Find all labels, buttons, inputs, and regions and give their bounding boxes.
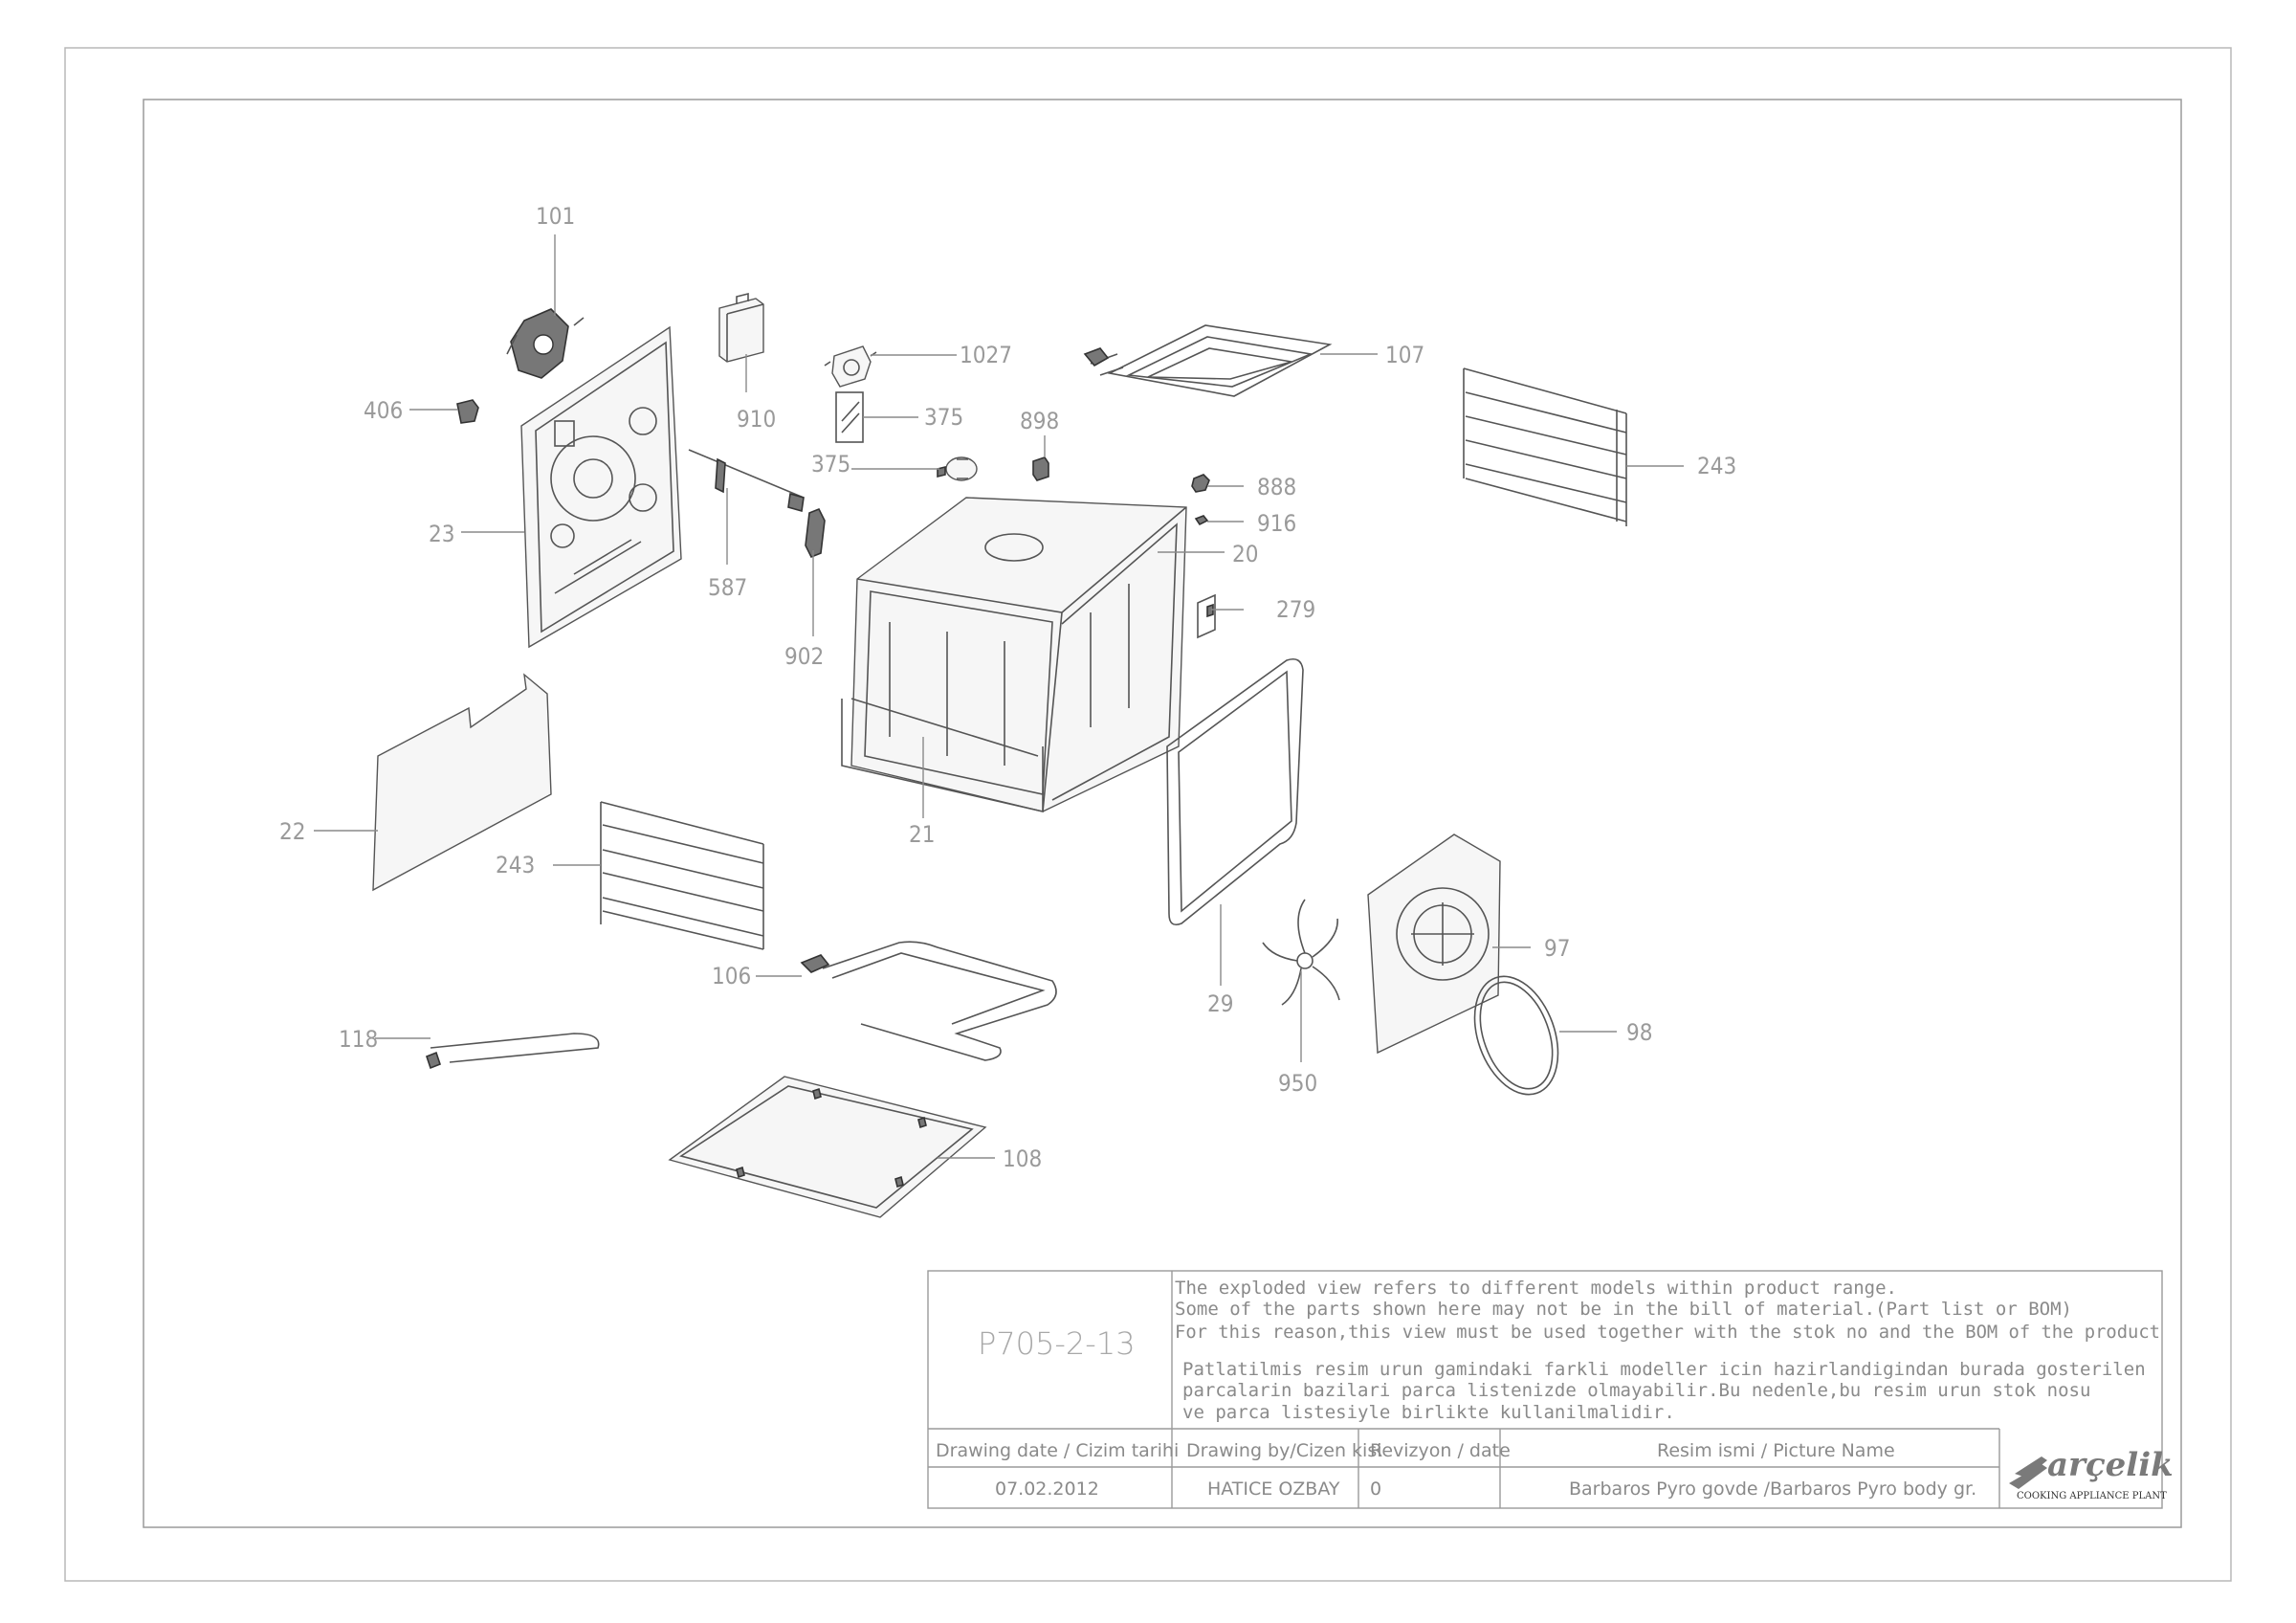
callout-20: 20 — [1232, 541, 1258, 567]
part-97-fan-cover — [1367, 834, 1501, 1055]
callout-243-a: 243 — [1697, 453, 1736, 479]
callout-587: 587 — [708, 574, 747, 601]
callout-106: 106 — [712, 963, 751, 989]
part-898-switch — [1032, 456, 1049, 481]
header-drawing-by: Drawing by/Cizen kisi — [1186, 1440, 1382, 1461]
part-888-part — [1191, 474, 1210, 493]
callout-1027: 1027 — [960, 342, 1012, 368]
part-587-sensor — [688, 449, 805, 513]
part-22-insulation — [372, 673, 552, 892]
part-916-screw — [1194, 515, 1209, 526]
brand-name: arçelik — [2047, 1446, 2174, 1484]
callout-950: 950 — [1278, 1070, 1317, 1097]
value-revision: 0 — [1370, 1478, 1381, 1500]
part-23-back-panel — [520, 325, 682, 649]
callout-97: 97 — [1544, 935, 1570, 962]
brand-mark-icon — [2009, 1456, 2047, 1489]
leader-lines — [314, 234, 1684, 1159]
callout-107: 107 — [1385, 342, 1424, 368]
callout-108: 108 — [1003, 1145, 1042, 1172]
value-drawing-by: HATICE OZBAY — [1207, 1478, 1340, 1500]
callout-279: 279 — [1276, 596, 1315, 623]
callout-101: 101 — [536, 203, 575, 230]
part-29-door-gasket — [1166, 657, 1304, 926]
part-375-lamp — [937, 456, 978, 481]
part-98-ring-element — [1473, 975, 1559, 1096]
part-108-bottom-tray — [668, 1076, 987, 1218]
note-en-3: For this reason,this view must be used t… — [1175, 1322, 2160, 1343]
brand-plant: COOKING APPLIANCE PLANT — [2017, 1491, 2167, 1501]
note-en-1: The exploded view refers to different mo… — [1175, 1278, 1897, 1299]
header-revision: Revizyon / date — [1370, 1440, 1511, 1461]
part-20-oven-cavity — [841, 497, 1187, 813]
callout-23: 23 — [429, 521, 454, 547]
callout-916: 916 — [1257, 510, 1296, 537]
note-tr-3: ve parca listesiyle birlikte kullanilmal… — [1182, 1402, 1675, 1423]
callout-labels: 101 406 23 910 1027 375 375 898 107 243 … — [279, 203, 1736, 1172]
callout-375-b: 375 — [811, 451, 850, 478]
callout-406: 406 — [364, 397, 403, 424]
note-en-2: Some of the parts shown here may not be … — [1175, 1299, 2072, 1320]
part-21-frame — [850, 698, 1039, 757]
callout-21: 21 — [909, 821, 935, 848]
part-118-thermocouple — [426, 1033, 600, 1070]
callout-902: 902 — [784, 643, 824, 670]
part-243-side-rack-left — [600, 801, 764, 950]
part-375-glass — [835, 391, 864, 443]
note-tr-2: parcalarin bazilari parca listenizde olm… — [1182, 1380, 2090, 1401]
inner-frame — [143, 99, 2182, 1528]
callout-98: 98 — [1626, 1019, 1652, 1046]
part-107-grill-element — [1083, 324, 1333, 397]
callout-22: 22 — [279, 818, 305, 845]
callout-29: 29 — [1207, 990, 1233, 1017]
callout-243-b: 243 — [496, 852, 535, 878]
part-243-side-rack-right — [1463, 367, 1627, 526]
outer-frame — [64, 47, 2232, 1582]
part-950-fan-blade — [1262, 899, 1340, 1006]
part-902-connector — [805, 507, 826, 559]
header-drawing-date: Drawing date / Cizim tarihi — [936, 1440, 1179, 1461]
callout-898: 898 — [1020, 408, 1059, 434]
title-block: P705-2-13 The exploded view refers to di… — [927, 1270, 2174, 1509]
brand-logo: arçelik COOKING APPLIANCE PLANT — [2009, 1446, 2174, 1501]
callout-910: 910 — [737, 406, 776, 433]
header-picture-name: Resim ismi / Picture Name — [1657, 1440, 1895, 1461]
callout-118: 118 — [339, 1026, 378, 1053]
callout-375-a: 375 — [924, 404, 963, 431]
part-406-clip — [456, 399, 479, 424]
drawing-code: P705-2-13 — [978, 1325, 1136, 1362]
note-tr-1: Patlatilmis resim urun gamindaki farkli … — [1182, 1359, 2146, 1380]
part-1027-thermostat — [824, 345, 877, 388]
part-106-lower-element — [800, 941, 1057, 1061]
part-101-fan-motor — [506, 308, 585, 379]
value-picture-name: Barbaros Pyro govde /Barbaros Pyro body … — [1569, 1478, 1976, 1500]
value-drawing-date: 07.02.2012 — [995, 1478, 1099, 1500]
part-279-bracket — [1197, 593, 1216, 639]
part-910-box — [718, 292, 764, 363]
callout-888: 888 — [1257, 474, 1296, 500]
